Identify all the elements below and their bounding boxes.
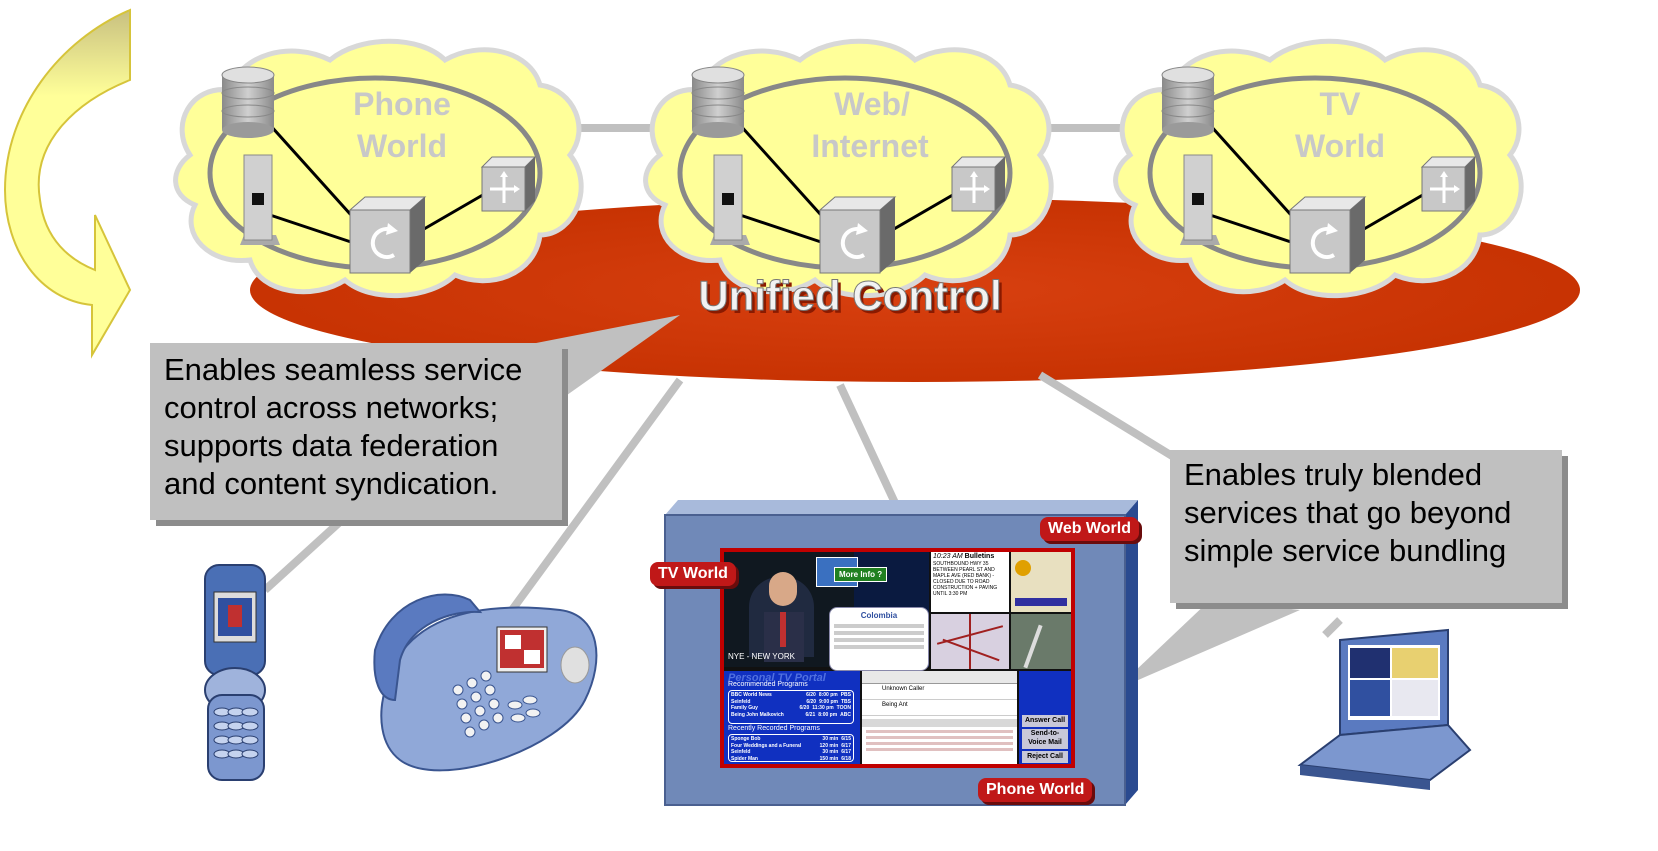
cloud-label: Internet: [811, 128, 929, 164]
recorded-row-cell: 6/18: [841, 755, 851, 762]
call-row[interactable]: Unknown Caller: [862, 684, 1017, 700]
bulletin-time: 10:23 AM: [933, 553, 963, 560]
recommended-row-cell: 8:00 pm: [818, 711, 838, 718]
tag-web-world: Web World: [1040, 517, 1139, 541]
callout-line: supports data federation: [164, 428, 499, 463]
recommended-row-cell: ABC: [840, 711, 851, 718]
caller-name: Being Ant: [882, 702, 908, 708]
svg-text:Unified Control: Unified Control: [701, 275, 1004, 322]
call-button[interactable]: Reject Call: [1022, 751, 1068, 763]
recommended-row-cell: Seinfeld: [731, 698, 751, 705]
caller-name: Unknown Caller: [882, 686, 925, 692]
call-button-label: Answer Call: [1024, 717, 1066, 724]
cloud-label: Web/: [834, 86, 910, 122]
recommended-row-cell: 6/20: [806, 698, 817, 705]
tag-phone-world: Phone World: [978, 778, 1093, 802]
recorded-row-cell: 150 min: [819, 755, 839, 762]
cloud-web-internet: [646, 41, 1052, 295]
bulletin-text: SOUTHBOUND HWY 35 BETWEEN PEARL ST AND M…: [933, 561, 998, 597]
country-name: Colombia: [860, 611, 898, 620]
cloud-phone-world: [176, 41, 582, 295]
recommended-row-cell: 8:00 pm: [818, 692, 838, 698]
callout-line: control across networks;: [164, 390, 499, 425]
call-button-label: Reject Call: [1027, 753, 1063, 760]
callout-line: and content syndication.: [164, 466, 499, 501]
recommended-row-cell: TOON: [836, 705, 851, 711]
call-row[interactable]: Being Ant: [862, 700, 1017, 716]
callout-line: services that go beyond: [1184, 495, 1512, 530]
cycle-arrow: [3, 8, 132, 359]
recommended-row-cell: Family Guy: [731, 705, 758, 711]
call-button-label: Send-to-Voice Mail: [1028, 730, 1062, 746]
call-log-panel: Unknown Caller Being Ant: [862, 671, 1017, 764]
recommended-row-cell: 11:30 pm: [812, 705, 834, 711]
recorded-row-cell: Seinfeld: [731, 749, 751, 755]
country-card: Colombia: [829, 607, 929, 671]
bulletin-panel: 10:23 AM Bulletins SOUTHBOUND HWY 35 BET…: [931, 552, 1009, 612]
weather-panel: [1011, 552, 1071, 612]
cloud-label: World: [1295, 128, 1385, 164]
recorded-row-cell: 6/17: [841, 742, 851, 749]
recommended-row-cell: BBC World News: [731, 692, 772, 698]
recorded-row-cell: Four Weddings and a Funeral: [731, 742, 802, 749]
cloud-tv-world: [1116, 41, 1522, 295]
recorded-row-cell: 6/17: [841, 749, 851, 755]
recommended-header: Recommended Programs: [728, 681, 808, 688]
recommended-row-cell: 6/20: [806, 692, 816, 698]
laptop-icon: [1297, 628, 1472, 790]
tv-screen: More Info ? NYE - NEW YORK Colombia 10:2…: [724, 552, 1071, 764]
recommended-row-cell: 9:00 pm: [819, 698, 838, 705]
call-button[interactable]: Send-to-Voice Mail: [1022, 729, 1068, 749]
recorded-row-cell: Spider Man: [731, 755, 758, 762]
callout-line: simple service bundling: [1184, 533, 1507, 568]
callout-seamless-control: Enables seamless service control across …: [150, 343, 562, 520]
tv-portal-panel: Personal TV Portal Recommended Programs …: [724, 671, 860, 764]
call-actions-panel: Answer Call Send-to-Voice Mail Reject Ca…: [1019, 671, 1071, 764]
traffic-map: [931, 614, 1009, 669]
desk-phone-icon: [373, 593, 598, 772]
callout-line: Enables seamless service: [164, 352, 523, 387]
cell-phone-icon: [204, 564, 266, 781]
cloud-label: World: [357, 128, 447, 164]
recommended-row-cell: PBS: [840, 692, 851, 698]
recommended-row-cell: 6/21: [805, 711, 816, 718]
recorded-row-cell: Sponge Bob: [731, 736, 761, 742]
recorded-header: Recently Recorded Programs: [728, 725, 820, 732]
recorded-row-cell: 6/15: [841, 736, 851, 742]
portal-title: Personal TV Portal: [728, 672, 826, 684]
tag-tv-world: TV World: [650, 562, 736, 586]
cloud-label: TV: [1320, 86, 1362, 122]
callout-line: Enables truly blended: [1184, 457, 1483, 492]
recommended-row-cell: TBS: [841, 698, 851, 705]
callout-tail: [1115, 600, 1300, 690]
recommended-row-cell: 6/20: [799, 705, 810, 711]
recorded-row-cell: 120 min: [819, 742, 839, 749]
bulletin-title: Bulletins: [964, 553, 995, 560]
cloud-label: Phone: [353, 86, 451, 122]
recommended-row-cell: Being John Malkovich: [731, 711, 784, 718]
traffic-cam: [1011, 614, 1071, 669]
recorded-row-cell: 30 min: [822, 736, 839, 742]
recorded-row-cell: 30 min: [822, 749, 839, 755]
ny-caption: NYE - NEW YORK: [728, 652, 795, 661]
call-button[interactable]: Answer Call: [1022, 715, 1068, 727]
unified-control-label: Unified Control: [698, 272, 1001, 319]
callout-blended-services: Enables truly blended services that go b…: [1170, 450, 1562, 603]
more-info-button[interactable]: More Info ?: [834, 567, 888, 582]
